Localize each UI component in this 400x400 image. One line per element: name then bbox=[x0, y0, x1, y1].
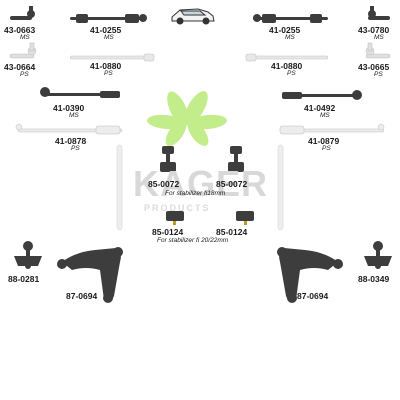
stabilizer-link-icon bbox=[166, 211, 184, 225]
part-number-label: 41-0880 bbox=[90, 61, 122, 71]
part-number-label: 88-0349 bbox=[358, 274, 390, 284]
tie-rod-end-icon bbox=[10, 6, 35, 20]
tie-rod-end-icon bbox=[9, 42, 37, 59]
stabilizer-link-icon bbox=[160, 146, 176, 172]
part-number-label: 87-0694 bbox=[66, 291, 98, 301]
steering-rack-bellows-icon bbox=[279, 123, 385, 135]
part-number-label: 85-0072 bbox=[216, 179, 248, 189]
control-arm-icon bbox=[57, 247, 123, 303]
part-number-label: 41-0879 bbox=[308, 136, 340, 146]
brand-watermark: KAGER bbox=[133, 163, 269, 204]
part-variant-label: PS bbox=[322, 145, 331, 152]
part-number-label: 43-0780 bbox=[358, 25, 390, 35]
part-number-label: 43-0664 bbox=[4, 62, 36, 72]
tie-rod-end-icon bbox=[365, 42, 391, 59]
part-variant-label: MS bbox=[104, 34, 114, 41]
part-variant-label: MS bbox=[20, 34, 30, 41]
part-number-label: 85-0124 bbox=[216, 227, 248, 237]
kager-logo-watermark bbox=[147, 91, 227, 146]
part-number-label: 43-0663 bbox=[4, 25, 36, 35]
fitment-note: For stabilizer fi18mm bbox=[165, 190, 226, 197]
part-number-label: 87-0694 bbox=[297, 291, 329, 301]
tie-rod-icon bbox=[253, 14, 328, 23]
car-icon bbox=[171, 8, 215, 25]
part-variant-label: PS bbox=[20, 71, 29, 78]
part-number-label: 41-0390 bbox=[53, 103, 85, 113]
ball-joint-icon bbox=[364, 241, 392, 269]
part-variant-label: MS bbox=[69, 112, 79, 119]
part-number-label: 41-0255 bbox=[269, 25, 301, 35]
fitment-note: For stabilizer fi 20/22mm bbox=[157, 237, 229, 244]
part-variant-label: PS bbox=[71, 145, 80, 152]
brand-tagline-watermark: PRODUCTS bbox=[144, 203, 211, 213]
part-number-label: 41-0880 bbox=[271, 61, 303, 71]
part-variant-label: PS bbox=[287, 70, 296, 77]
stabilizer-link-icon bbox=[236, 211, 254, 225]
part-number-label: 88-0281 bbox=[8, 274, 40, 284]
tie-rod-icon bbox=[245, 53, 329, 62]
part-number-label: 85-0072 bbox=[148, 179, 180, 189]
control-arm-icon bbox=[277, 247, 343, 303]
part-variant-label: MS bbox=[285, 34, 295, 41]
inner-tie-rod-icon bbox=[282, 90, 362, 100]
part-number-label: 41-0255 bbox=[90, 25, 122, 35]
tie-rod-icon bbox=[69, 53, 155, 62]
leaf-logo-icon bbox=[147, 91, 227, 146]
tie-rod-end-icon bbox=[368, 6, 390, 20]
part-number-label: 43-0665 bbox=[358, 62, 390, 72]
part-number-label: 85-0124 bbox=[152, 227, 184, 237]
steering-rack-bellows-icon bbox=[15, 123, 123, 135]
tie-rod-icon bbox=[70, 14, 147, 23]
part-number-label: 41-0492 bbox=[304, 103, 336, 113]
part-variant-label: MS bbox=[374, 34, 384, 41]
ball-joint-icon bbox=[14, 241, 42, 269]
part-variant-label: PS bbox=[104, 70, 113, 77]
inner-tie-rod-icon bbox=[40, 87, 120, 98]
part-variant-label: MS bbox=[320, 112, 330, 119]
part-number-label: 41-0878 bbox=[55, 136, 87, 146]
part-variant-label: PS bbox=[374, 71, 383, 78]
stabilizer-link-icon bbox=[228, 146, 244, 172]
steering-rack-bellows-icon bbox=[116, 144, 284, 231]
